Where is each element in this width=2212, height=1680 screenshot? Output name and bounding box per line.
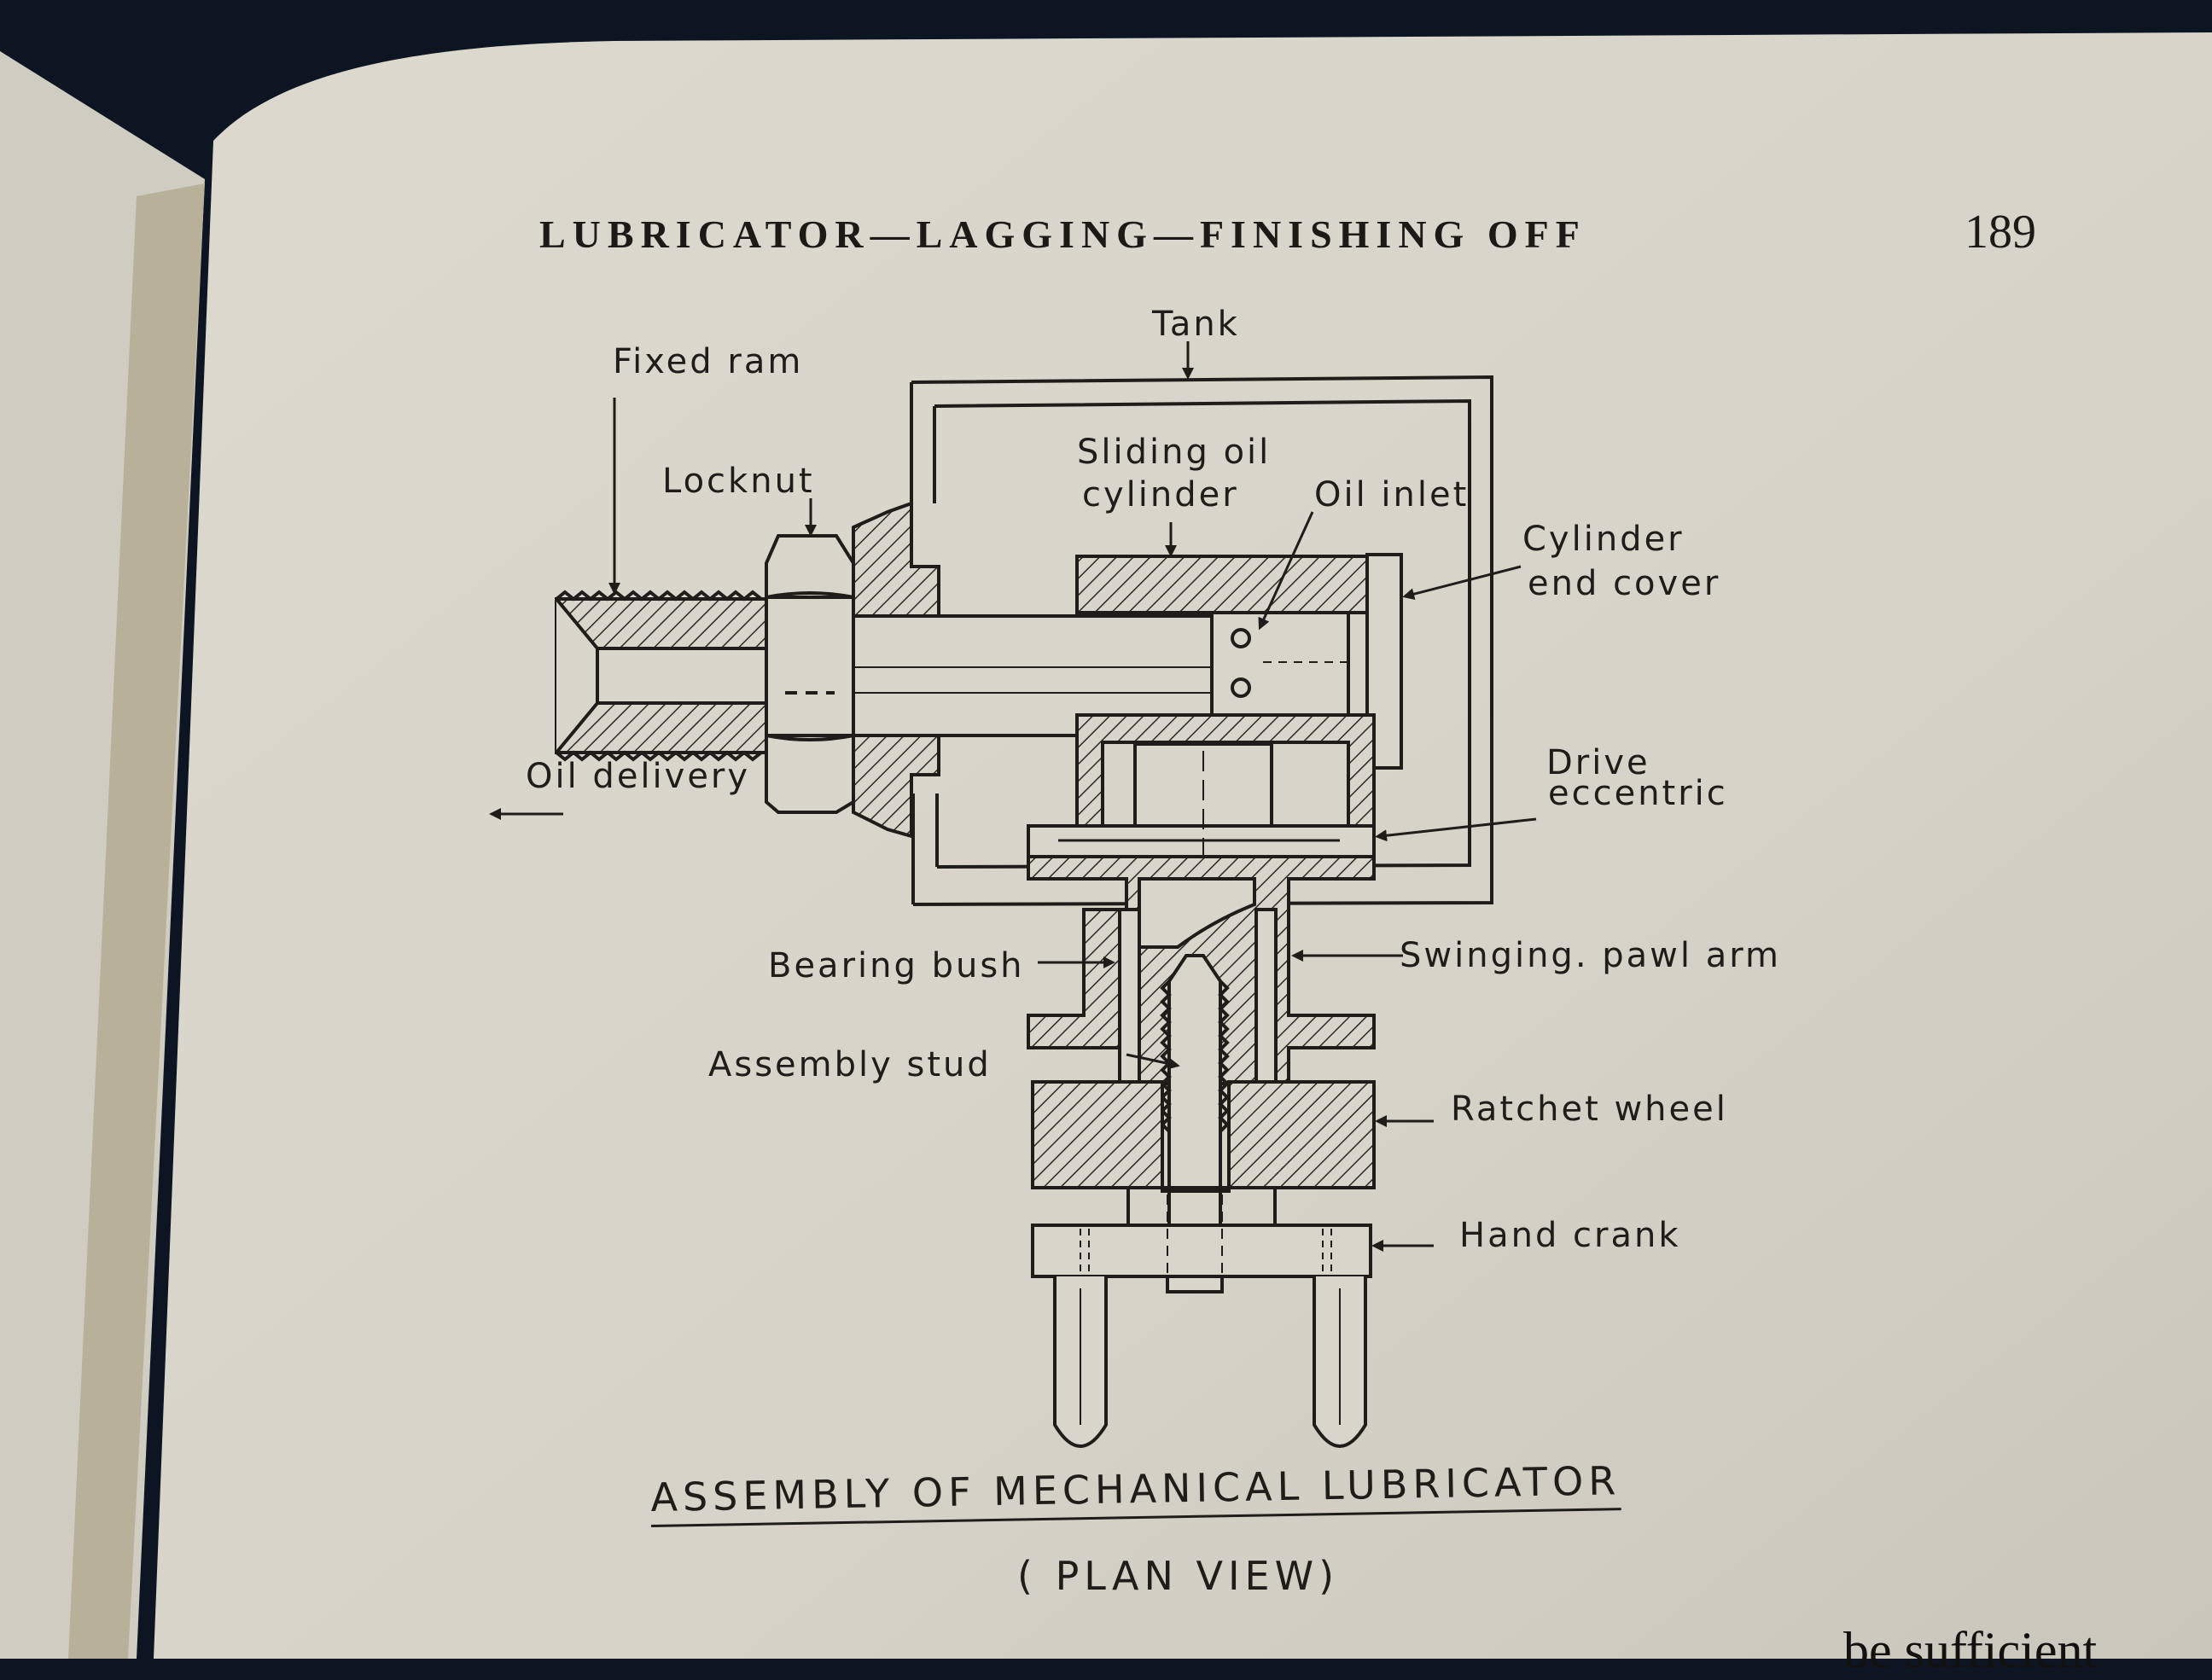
label-hand-crank: Hand crank [1459, 1216, 1681, 1255]
label-fixed-ram: Fixed ram [613, 342, 804, 381]
oil-port-2 [1231, 677, 1251, 698]
oil-port-1 [1231, 628, 1251, 648]
label-ratchet-wheel: Ratchet wheel [1451, 1090, 1728, 1129]
label-swinging-pawl-arm: Swinging. pawl arm [1400, 936, 1781, 975]
page-number: 189 [1965, 206, 2036, 259]
label-drive-eccentric-line1: Drive [1546, 743, 1650, 782]
label-sliding-oil-cylinder-line2: cylinder [1082, 475, 1239, 514]
figure-caption-subtitle: ( PLAN VIEW) [1017, 1553, 1340, 1599]
label-sliding-oil-cylinder-line1: Sliding oil [1077, 433, 1272, 472]
label-locknut: Locknut [662, 462, 815, 501]
label-oil-inlet: Oil inlet [1314, 475, 1470, 514]
label-bearing-bush: Bearing bush [768, 946, 1025, 985]
sliding-oil-cylinder [1075, 555, 1369, 614]
running-head: LUBRICATOR—LAGGING—FINISHING OFF [539, 212, 1586, 256]
locknut [765, 534, 855, 814]
label-drive-eccentric-line2: eccentric [1548, 774, 1728, 813]
label-cylinder-end-cover-line1: Cylinder [1522, 520, 1685, 559]
label-assembly-stud: Assembly stud [708, 1045, 992, 1084]
label-cylinder-end-cover-line2: end cover [1528, 564, 1721, 603]
page-text-fragment: be sufficient [1843, 1622, 2098, 1678]
label-tank: Tank [1152, 305, 1240, 344]
hand-crank-bar [1031, 1224, 1372, 1278]
label-oil-delivery: Oil delivery [526, 757, 751, 796]
leader-lines [489, 341, 1537, 1252]
left-page [0, 51, 205, 1659]
lubricator-diagram [489, 341, 1537, 1448]
